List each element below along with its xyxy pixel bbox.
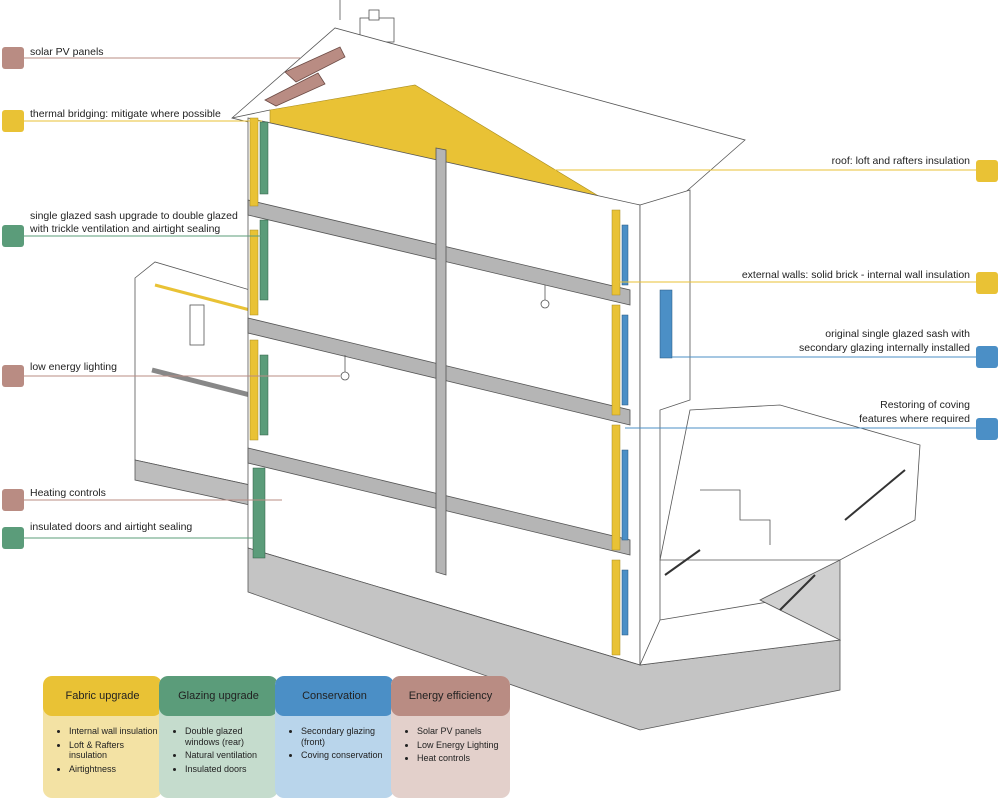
legend-item: Airtightness <box>69 764 162 775</box>
conservation-marker-icon <box>976 418 998 440</box>
legend-item: Double glazed windows (rear) <box>185 726 278 747</box>
legend-item: Loft & Rafters insulation <box>69 740 162 761</box>
legend-item: Solar PV panels <box>417 726 510 737</box>
legend-card-fabric: Fabric upgrade Internal wall insulation … <box>43 676 162 798</box>
callout-solar-pv: solar PV panels <box>30 46 104 58</box>
legend-title: Glazing upgrade <box>159 676 278 716</box>
legend-list: Solar PV panels Low Energy Lighting Heat… <box>391 726 510 764</box>
callout-heating-controls: Heating controls <box>30 487 106 499</box>
energy-marker-icon <box>2 365 24 387</box>
legend-title: Energy efficiency <box>391 676 510 716</box>
callout-coving-line2: features where required <box>859 413 970 425</box>
glazing-marker-icon <box>2 225 24 247</box>
callout-sash-upgrade-line1: single glazed sash upgrade to double gla… <box>30 210 238 222</box>
callout-roof-insulation: roof: loft and rafters insulation <box>831 155 970 167</box>
conservation-marker-icon <box>976 346 998 368</box>
wall-insulation <box>249 117 621 656</box>
legend-item: Secondary glazing (front) <box>301 726 394 747</box>
glazing-marker-icon <box>2 527 24 549</box>
legend-list: Secondary glazing (front) Coving conserv… <box>275 726 394 761</box>
energy-marker-icon <box>2 489 24 511</box>
rear-glazing <box>252 121 269 559</box>
callout-thermal-bridging: thermal bridging: mitigate where possibl… <box>30 108 221 120</box>
callout-sash-upgrade-line2: with trickle ventilation and airtight se… <box>30 223 221 235</box>
callout-insulated-doors: insulated doors and airtight sealing <box>30 521 193 533</box>
legend-title: Conservation <box>275 676 394 716</box>
fabric-marker-icon <box>976 272 998 294</box>
legend-list: Double glazed windows (rear) Natural ven… <box>159 726 278 774</box>
legend-item: Internal wall insulation <box>69 726 162 737</box>
callout-low-energy-lighting: low energy lighting <box>30 361 117 373</box>
pendant-lights <box>340 285 550 381</box>
legend-item: Natural ventilation <box>185 750 278 761</box>
legend-title: Fabric upgrade <box>43 676 162 716</box>
legend-item: Low Energy Lighting <box>417 740 510 751</box>
legend-item: Insulated doors <box>185 764 278 775</box>
legend-item: Coving conservation <box>301 750 394 761</box>
solar-panels <box>264 46 346 107</box>
front-secondary-glazing <box>621 224 673 636</box>
fabric-marker-icon <box>2 110 24 132</box>
legend-list: Internal wall insulation Loft & Rafters … <box>43 726 162 774</box>
callout-coving-line1: Restoring of coving <box>880 399 970 411</box>
legend-card-conservation: Conservation Secondary glazing (front) C… <box>275 676 394 798</box>
legend-card-glazing: Glazing upgrade Double glazed windows (r… <box>159 676 278 798</box>
energy-marker-icon <box>2 47 24 69</box>
callout-external-walls: external walls: solid brick - internal w… <box>741 269 970 281</box>
fabric-marker-icon <box>976 160 998 182</box>
callout-original-sash-line1: original single glazed sash with <box>825 328 970 340</box>
callout-original-sash-line2: secondary glazing internally installed <box>798 342 970 354</box>
legend-card-energy: Energy efficiency Solar PV panels Low En… <box>391 676 510 798</box>
legend-item: Heat controls <box>417 753 510 764</box>
